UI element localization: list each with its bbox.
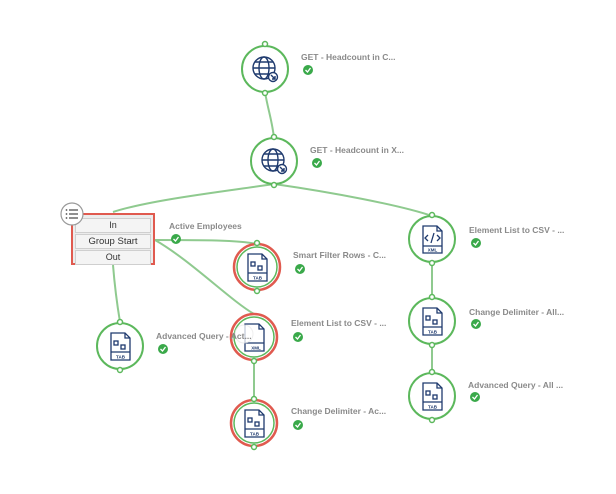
edge-get-x-to-group[interactable] <box>112 183 275 213</box>
node-smart-filter-rows[interactable]: TAB <box>232 239 282 295</box>
check-icon <box>158 344 168 354</box>
globe-request-icon <box>252 56 279 83</box>
edges <box>112 91 433 400</box>
tab-file-icon <box>244 409 265 438</box>
check-icon <box>312 158 322 168</box>
check-icon <box>303 65 313 75</box>
file-tag: TAB <box>116 355 126 360</box>
node-change-delimiter-active[interactable]: TAB <box>229 395 279 451</box>
node-get-headcount-x[interactable] <box>250 133 298 189</box>
node-element-list-csv-all[interactable]: XML <box>408 211 456 267</box>
edge-group-to-advanced-query-active[interactable] <box>112 264 121 323</box>
tab-file-icon <box>110 332 131 361</box>
node-label-smart-filter-rows: Smart Filter Rows - C... <box>293 250 387 260</box>
node-label-advanced-query-active: Advanced Query - Act... <box>156 331 252 341</box>
file-tag: TAB <box>253 276 263 281</box>
node-label-advanced-query-all: Advanced Query - All ... <box>468 380 564 390</box>
file-tag: XML <box>428 248 438 253</box>
globe-request-icon <box>261 148 288 175</box>
group-out-port[interactable]: Out <box>75 250 151 265</box>
tab-file-icon <box>422 307 443 336</box>
node-advanced-query-all[interactable]: TAB <box>408 368 456 424</box>
node-get-headcount-c[interactable] <box>241 40 289 97</box>
group-in-port[interactable]: In <box>75 218 151 233</box>
xml-file-icon <box>422 225 443 254</box>
check-icon <box>293 332 303 342</box>
node-label-change-delimiter-active: Change Delimiter - Ac... <box>291 406 387 416</box>
node-element-list-csv-active[interactable]: XML <box>229 312 279 365</box>
check-icon <box>293 420 303 430</box>
tab-file-icon <box>422 382 443 411</box>
tab-file-icon <box>247 253 268 282</box>
edge-get-c-to-get-x[interactable] <box>264 91 275 139</box>
node-label-get-headcount-c: GET - Headcount in C... <box>301 52 396 62</box>
check-icon <box>295 264 305 274</box>
check-icon <box>470 392 480 402</box>
node-advanced-query-active[interactable]: TAB <box>96 318 144 374</box>
list-group-icon[interactable] <box>60 202 84 226</box>
file-tag: TAB <box>250 432 260 437</box>
node-label-element-list-csv-all: Element List to CSV - ... <box>469 225 565 235</box>
node-label-change-delimiter-all: Change Delimiter - All... <box>469 307 565 317</box>
node-change-delimiter-all[interactable]: TAB <box>408 293 456 349</box>
check-icon <box>171 234 181 244</box>
file-tag: TAB <box>428 330 438 335</box>
group-title: Group Start <box>75 234 151 249</box>
check-icon <box>471 238 481 248</box>
node-label-get-headcount-x: GET - Headcount in X... <box>310 145 404 155</box>
edge-group-to-element-list-active[interactable] <box>154 239 255 315</box>
file-tag: TAB <box>428 405 438 410</box>
edge-get-x-to-element-list-all[interactable] <box>273 183 433 217</box>
xml-file-icon <box>244 323 265 352</box>
check-icon <box>471 319 481 329</box>
status-checks <box>158 65 481 430</box>
node-label-element-list-csv-active: Element List to CSV - ... <box>291 318 387 328</box>
file-tag: XML <box>251 346 261 351</box>
group-start-node[interactable]: In Group Start Out <box>71 213 155 265</box>
edge-group-to-smart-filter[interactable] <box>154 239 257 245</box>
edge-label-active-employees: Active Employees <box>169 221 242 231</box>
